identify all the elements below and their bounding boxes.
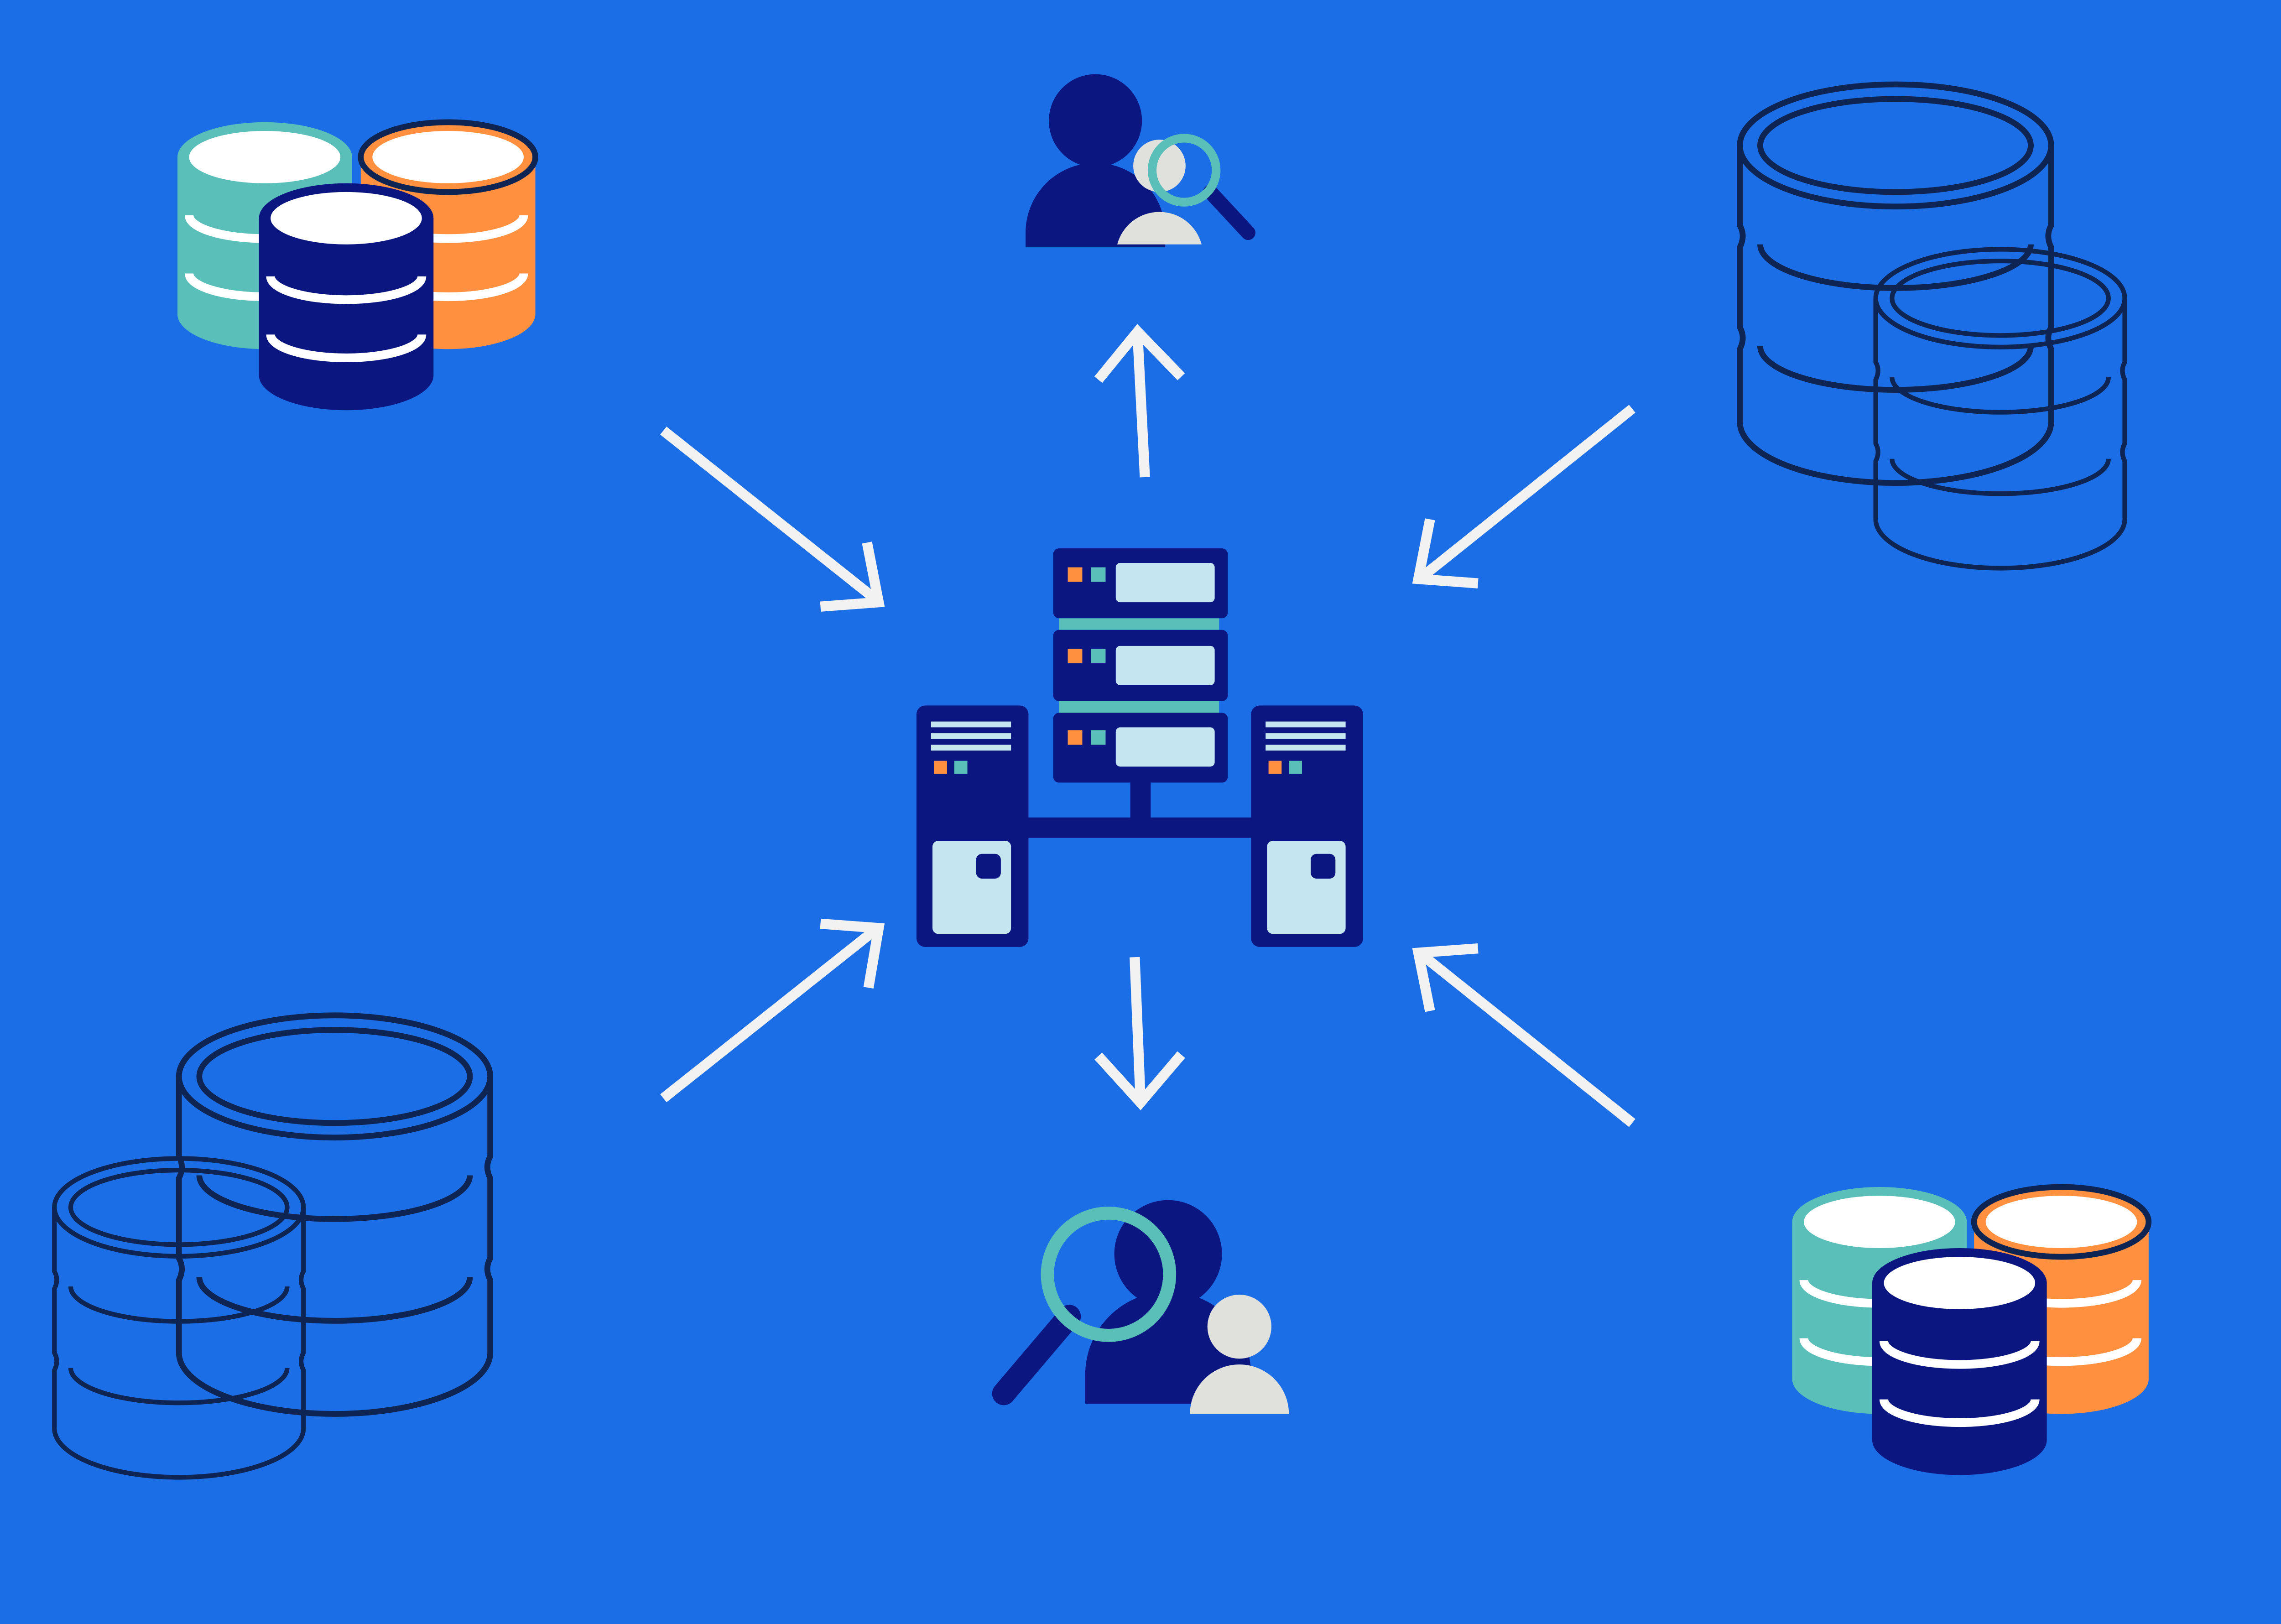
server-tower-left xyxy=(916,705,1029,947)
database-stack-icon xyxy=(177,122,535,410)
arrow-icon xyxy=(1094,324,1185,478)
arrow-icon xyxy=(1412,405,1635,588)
server-icon xyxy=(916,548,1363,947)
server-tower-right xyxy=(1251,705,1363,947)
data-flow-diagram xyxy=(52,74,2153,1480)
user-search-icon xyxy=(1026,74,1255,248)
arrow-icon xyxy=(1094,957,1185,1111)
server-unit xyxy=(1053,548,1228,619)
arrow-icon xyxy=(660,427,885,612)
arrow-icon xyxy=(1412,943,1635,1127)
database-stack-icon xyxy=(1792,1187,2149,1475)
arrow-icon xyxy=(660,918,885,1103)
user-search-icon xyxy=(992,1200,1289,1414)
server-unit xyxy=(1053,630,1228,701)
server-unit xyxy=(1053,713,1228,783)
